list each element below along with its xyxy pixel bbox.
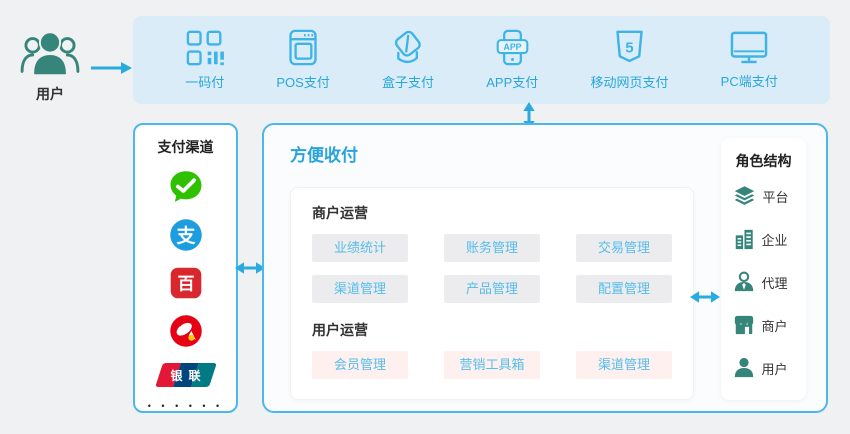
pay-method-qr: 一码付 (185, 30, 224, 91)
baidu-glyph: 百 (177, 274, 194, 294)
merchant-ops-title: 商户运营 (312, 205, 368, 221)
pay-method-label: APP支付 (486, 75, 539, 90)
building-icon (735, 229, 753, 250)
pay-method-box: 盒子支付 (382, 29, 434, 91)
chip-product-management: 产品管理 (444, 275, 540, 303)
unionpay-icon: 银联 (154, 363, 217, 387)
app-badge-text: APP (503, 42, 521, 52)
roles-title: 角色结构 (735, 153, 792, 169)
role-label: 代理 (761, 275, 788, 291)
pay-method-label: 移动网页支付 (590, 75, 669, 90)
chip-config-management: 配置管理 (576, 275, 672, 303)
channels-title: 支付渠道 (157, 139, 214, 155)
chip-member-management: 会员管理 (312, 351, 408, 379)
right-arrow-icon (90, 60, 132, 76)
chip-account-management: 账务管理 (444, 234, 540, 262)
user-source-label: 用户 (36, 86, 64, 102)
role-list: 平台 企业 (733, 183, 795, 381)
person-icon (734, 357, 753, 378)
html5-shield-icon: 5 (616, 30, 643, 63)
chip-transaction-management: 交易管理 (576, 234, 672, 262)
role-label: 商户 (761, 318, 788, 334)
role-item-user: 用户 (733, 355, 795, 381)
horizontal-bidirectional-arrow-icon (235, 260, 265, 276)
role-item-platform: 平台 (733, 183, 795, 209)
users-group-icon (20, 31, 80, 77)
role-item-merchant: 商户 (733, 312, 795, 338)
pay-method-app: APP APP支付 (486, 29, 538, 91)
chip-marketing-toolbox: 营销工具箱 (444, 351, 540, 379)
pay-method-pos: POS支付 (276, 29, 330, 91)
chip-channel-management-user: 渠道管理 (576, 351, 672, 379)
operations-card: 商户运营 业绩统计 账务管理 交易管理 渠道管理 产品管理 配置管理 用户运营 … (290, 187, 694, 400)
more-channels-dots: • • • • • • (147, 401, 224, 411)
merchant-ops-grid: 业绩统计 账务管理 交易管理 渠道管理 产品管理 配置管理 (312, 234, 672, 303)
pay-method-mobile-web: 5 移动网页支付 (590, 29, 668, 91)
pc-monitor-icon (730, 31, 768, 64)
box-device-icon (394, 30, 421, 64)
payment-methods-bar: 一码付 POS支付 (133, 16, 830, 104)
fish-pay-icon (169, 315, 202, 347)
role-item-agent: 代理 (733, 269, 795, 295)
app-phone-icon: APP (496, 29, 529, 66)
baidu-wallet-icon: 百 (170, 267, 201, 299)
role-label: 用户 (761, 361, 788, 377)
platform-title: 方便收付 (290, 146, 358, 165)
pay-method-label: POS支付 (276, 75, 330, 90)
payment-channels-panel: 支付渠道 支 百 银联 • • • • • • (133, 123, 238, 413)
alipay-icon: 支 (169, 219, 202, 251)
horizontal-bidirectional-arrow-icon (690, 289, 720, 305)
storefront-icon (734, 315, 753, 335)
qr-pay-icon (186, 30, 224, 65)
wechat-pay-icon (170, 171, 201, 202)
alipay-glyph: 支 (176, 225, 195, 247)
layers-icon (734, 186, 754, 205)
agent-person-icon (734, 271, 753, 292)
html5-glyph: 5 (625, 41, 633, 57)
chip-channel-management: 渠道管理 (312, 275, 408, 303)
user-ops-grid: 会员管理 营销工具箱 渠道管理 (312, 351, 672, 379)
role-item-enterprise: 企业 (733, 226, 795, 252)
role-structure-panel: 角色结构 平台 (721, 138, 806, 400)
user-ops-title: 用户运营 (312, 322, 368, 338)
role-label: 平台 (762, 189, 789, 205)
role-label: 企业 (761, 232, 788, 248)
pay-method-label: PC端支付 (720, 74, 778, 89)
unionpay-text: 银联 (170, 369, 207, 383)
pay-method-label: 一码付 (185, 74, 225, 90)
chip-performance-stats: 业绩统计 (312, 234, 408, 262)
pay-method-label: 盒子支付 (382, 75, 435, 90)
user-source: 用户 (8, 28, 92, 104)
pay-method-pc: PC端支付 (721, 30, 778, 90)
pos-terminal-icon (289, 29, 317, 66)
